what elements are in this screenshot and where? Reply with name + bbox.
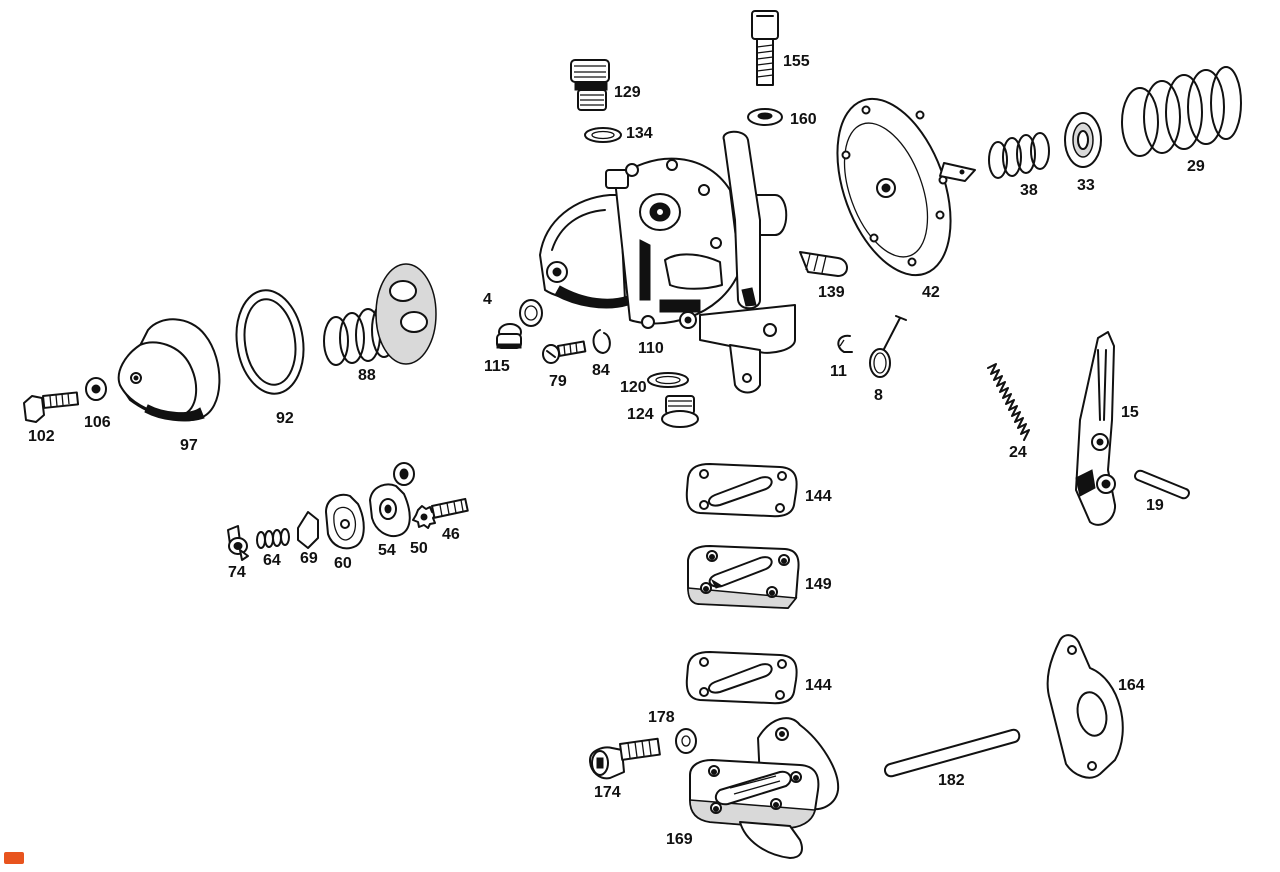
label-97: 97 (180, 437, 198, 454)
part-74-wing-nut (227, 525, 249, 561)
part-144-gasket-upper (685, 463, 798, 518)
part-129-union-fitting (570, 59, 610, 111)
part-174-socket-screw (589, 737, 661, 780)
part-29-large-spring (1121, 66, 1242, 157)
part-120-ring (647, 372, 689, 388)
label-11: 11 (830, 363, 847, 380)
part-64-spring (256, 528, 290, 549)
label-106: 106 (84, 414, 111, 431)
part-178-washer (675, 728, 697, 754)
label-64: 64 (263, 552, 281, 569)
label-50: 50 (410, 540, 428, 557)
label-174: 174 (594, 784, 621, 801)
label-88: 88 (358, 367, 376, 384)
part-102-bolt (23, 391, 80, 423)
part-11-clip (837, 334, 853, 353)
label-182: 182 (938, 772, 965, 789)
part-60-cover-plate (325, 493, 365, 550)
part-92-gasket (235, 289, 305, 395)
label-24: 24 (1009, 444, 1027, 461)
part-24-spring (987, 363, 1030, 441)
label-42: 42 (922, 284, 940, 301)
part-124-plug (661, 395, 699, 428)
label-139: 139 (818, 284, 845, 301)
label-164: 164 (1118, 677, 1145, 694)
part-110-ring (519, 299, 543, 327)
part-42-diaphragm (836, 97, 976, 277)
part-182-rod (884, 728, 1021, 778)
part-144-gasket-lower (685, 651, 798, 705)
label-178: 178 (648, 709, 675, 726)
part-160-washer (747, 108, 783, 126)
label-115: 115 (484, 358, 510, 375)
part-50-star-washer (412, 505, 437, 529)
part-134-sealing-ring (584, 127, 622, 143)
part-149-insulator-block (687, 545, 800, 609)
label-144-upper: 144 (805, 488, 832, 505)
label-79: 79 (549, 373, 567, 390)
part-4-pump-body (539, 130, 796, 394)
part-33-spring-cup (1064, 112, 1102, 168)
part-155-cap-screw (751, 10, 779, 86)
label-29: 29 (1187, 158, 1205, 175)
label-144-lower: 144 (805, 677, 832, 694)
label-160: 160 (790, 111, 817, 128)
label-33: 33 (1077, 177, 1095, 194)
part-169-flange-adaptor (689, 717, 840, 859)
label-155: 155 (783, 53, 810, 70)
logo-icon (4, 852, 24, 864)
part-88-filter-screen (323, 263, 437, 366)
part-38-spring (988, 132, 1050, 179)
label-60: 60 (334, 555, 352, 572)
label-134: 134 (626, 125, 653, 142)
label-74: 74 (228, 564, 246, 581)
part-164-flange-gasket (1046, 634, 1124, 779)
part-97-cover-bowl (117, 318, 221, 422)
part-8-spring-clip (869, 315, 907, 378)
part-69-hex-plate (297, 511, 319, 549)
label-19: 19 (1146, 497, 1164, 514)
label-69: 69 (300, 550, 318, 567)
label-46: 46 (442, 526, 460, 543)
label-124: 124 (627, 406, 654, 423)
label-120: 120 (620, 379, 647, 396)
label-129: 129 (614, 84, 641, 101)
part-106-washer (85, 377, 107, 401)
label-54: 54 (378, 542, 396, 559)
part-46-screw (431, 497, 469, 519)
label-15: 15 (1121, 404, 1139, 421)
part-19-pin (1134, 469, 1190, 500)
label-38: 38 (1020, 182, 1038, 199)
label-84: 84 (592, 362, 610, 379)
label-110: 4 (483, 291, 492, 308)
part-84-lock-washer (592, 329, 611, 354)
part-139-nipple (799, 251, 848, 277)
label-4: 110 (638, 340, 664, 357)
label-169: 169 (666, 831, 693, 848)
part-15-rocker-lever (1075, 331, 1117, 526)
label-102: 102 (28, 428, 55, 445)
part-115-plug (496, 323, 522, 349)
part-79-screw (542, 340, 587, 364)
label-8: 8 (874, 387, 883, 404)
label-92: 92 (276, 410, 294, 427)
part-54-bracket (369, 462, 415, 537)
label-149: 149 (805, 576, 832, 593)
